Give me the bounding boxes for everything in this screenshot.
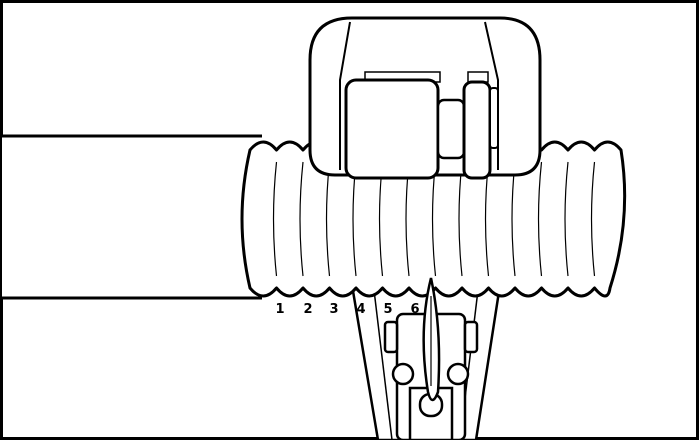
corrugation-rib — [564, 161, 569, 277]
marker-label-1: 1 — [275, 302, 284, 317]
corrugation-rib — [272, 161, 278, 277]
marker-label-2: 2 — [303, 302, 312, 317]
smooth-pipe-icon — [2, 134, 262, 300]
marker-label-5: 5 — [383, 302, 392, 317]
marker-label-3: 3 — [329, 302, 338, 317]
corrugation-rib — [590, 161, 596, 277]
marker-label-4: 4 — [356, 302, 365, 317]
corrugated-pipe-icon — [240, 140, 627, 298]
marker-label-6: 6 — [410, 302, 419, 317]
pipe-cutter-wheel-assembly-icon — [308, 16, 542, 180]
corrugation-rib — [299, 161, 304, 277]
cutter-blade-icon — [422, 277, 441, 402]
corrugation-rib — [537, 161, 543, 277]
marker-labels: 1 2 3 4 5 6 — [275, 302, 419, 317]
